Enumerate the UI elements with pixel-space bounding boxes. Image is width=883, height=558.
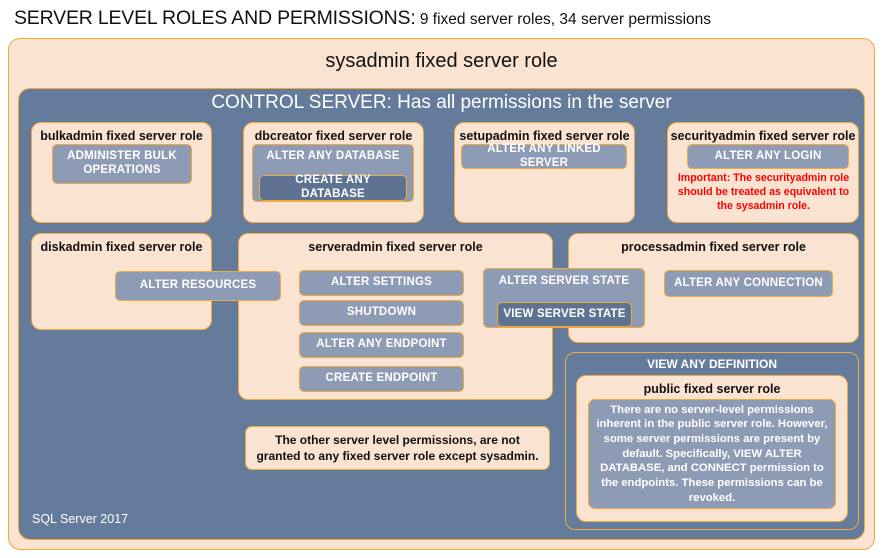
role-title-securityadmin: securityadmin fixed server role <box>670 129 856 143</box>
role-title-public: public fixed server role <box>643 382 781 396</box>
sysadmin-role-label: sysadmin fixed server role <box>325 50 558 72</box>
page-title: SERVER LEVEL ROLES AND PERMISSIONS: 9 fi… <box>14 7 874 33</box>
public-role-description: There are no server-level permissions in… <box>588 399 836 509</box>
permission-view-any-definition: VIEW ANY DEFINITION <box>646 357 777 371</box>
other-permissions-note: The other server level permissions, are … <box>245 426 550 470</box>
page-title-subtitle: 9 fixed server roles, 34 server permissi… <box>415 11 712 28</box>
permission-create-endpoint: CREATE ENDPOINT <box>299 366 464 392</box>
role-box-setupadmin: setupadmin fixed server role <box>454 122 635 223</box>
permission-view-server-state: VIEW SERVER STATE <box>497 302 632 327</box>
permission-alter-settings: ALTER SETTINGS <box>299 270 464 296</box>
permission-administer-bulk-operations: ADMINISTER BULK OPERATIONS <box>52 144 192 184</box>
page-title-main: SERVER LEVEL ROLES AND PERMISSIONS: <box>14 7 416 29</box>
permission-alter-any-linked-server: ALTER ANY LINKED SERVER <box>461 143 627 169</box>
control-server-label: CONTROL SERVER: Has all permissions in t… <box>211 92 672 113</box>
permission-shutdown: SHUTDOWN <box>299 300 464 326</box>
role-title-serveradmin: serveradmin fixed server role <box>308 240 483 254</box>
permission-alter-any-endpoint: ALTER ANY ENDPOINT <box>299 332 464 358</box>
permission-alter-any-login: ALTER ANY LOGIN <box>687 144 849 169</box>
role-box-diskadmin: diskadmin fixed server role <box>31 233 212 330</box>
role-title-diskadmin: diskadmin fixed server role <box>40 240 203 254</box>
securityadmin-warning-note: Important: The securityadmin role should… <box>677 172 850 212</box>
role-title-setupadmin: setupadmin fixed server role <box>459 129 630 143</box>
role-title-dbcreator: dbcreator fixed server role <box>254 129 413 143</box>
permission-alter-any-connection: ALTER ANY CONNECTION <box>664 270 833 297</box>
permission-alter-resources: ALTER RESOURCES <box>115 271 281 301</box>
role-title-processadmin: processadmin fixed server role <box>621 240 806 254</box>
role-title-bulkadmin: bulkadmin fixed server role <box>40 129 203 143</box>
footer-version-label: SQL Server 2017 <box>32 512 129 526</box>
role-box-securityadmin: securityadmin fixed server role <box>667 122 859 223</box>
permission-create-any-database: CREATE ANY DATABASE <box>259 174 407 201</box>
